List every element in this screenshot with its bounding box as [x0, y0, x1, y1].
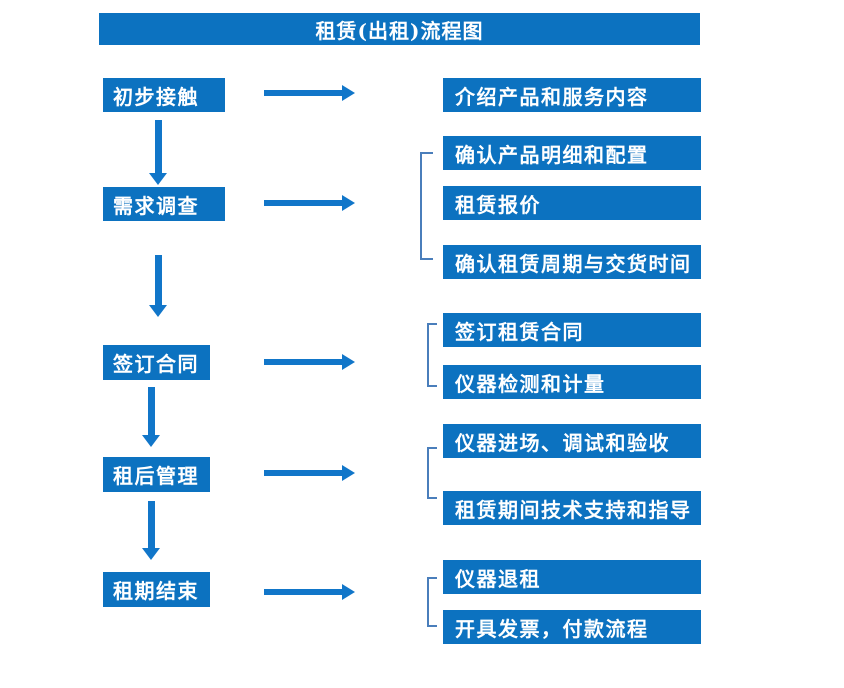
stage-box-rental-end: 租期结束	[103, 572, 210, 607]
arrow-right-icon	[264, 354, 355, 370]
stage-label: 初步接触	[113, 84, 199, 109]
arrow-down-icon	[142, 387, 160, 447]
arrow-shaft	[154, 255, 162, 305]
arrow-right-icon	[264, 584, 355, 600]
arrow-shaft	[264, 359, 342, 365]
stage-box-initial-contact: 初步接触	[103, 78, 225, 112]
detail-label: 介绍产品和服务内容	[455, 84, 649, 109]
arrow-shaft	[147, 501, 155, 548]
group-bracket-icon	[427, 447, 437, 499]
stage-box-demand-survey: 需求调查	[103, 187, 225, 221]
arrow-down-icon	[149, 120, 167, 185]
arrow-shaft	[264, 90, 342, 96]
stage-box-sign-contract: 签订合同	[103, 345, 210, 380]
arrow-right-icon	[264, 465, 355, 481]
detail-label: 仪器退租	[455, 566, 541, 591]
arrow-head	[342, 584, 355, 600]
arrow-down-icon	[142, 501, 160, 560]
arrow-shaft	[264, 589, 342, 595]
detail-label: 租赁期间技术支持和指导	[455, 497, 692, 522]
arrow-head	[142, 435, 160, 447]
arrow-head	[342, 195, 355, 211]
detail-label: 签订租赁合同	[455, 319, 584, 344]
page-title: 租赁(出租)流程图	[315, 18, 484, 43]
arrow-head	[149, 305, 167, 317]
arrow-head	[342, 85, 355, 101]
detail-box: 确认产品明细和配置	[443, 136, 701, 170]
arrow-shaft	[264, 200, 342, 206]
detail-label: 确认产品明细和配置	[455, 142, 649, 167]
detail-label: 仪器检测和计量	[455, 371, 606, 396]
detail-box: 仪器进场、调试和验收	[443, 424, 701, 458]
group-bracket-icon	[427, 323, 437, 387]
group-bracket-icon	[420, 152, 433, 260]
detail-label: 租赁报价	[455, 192, 541, 217]
detail-box: 租赁报价	[443, 186, 701, 220]
stage-box-post-rental-management: 租后管理	[103, 457, 210, 492]
detail-box: 仪器检测和计量	[443, 365, 701, 399]
detail-box: 仪器退租	[443, 560, 701, 594]
stage-label: 签订合同	[113, 352, 199, 376]
arrow-right-icon	[264, 85, 355, 101]
detail-box: 租赁期间技术支持和指导	[443, 491, 701, 525]
group-bracket-icon	[427, 577, 437, 627]
detail-label: 仪器进场、调试和验收	[455, 430, 670, 455]
stage-label: 需求调查	[113, 193, 199, 218]
arrow-head	[149, 173, 167, 185]
arrow-head	[142, 548, 160, 560]
detail-box: 介绍产品和服务内容	[443, 78, 701, 112]
stage-label: 租后管理	[113, 464, 199, 488]
arrow-head	[342, 465, 355, 481]
detail-label: 开具发票，付款流程	[455, 616, 649, 641]
detail-box: 开具发票，付款流程	[443, 610, 701, 644]
detail-label: 确认租赁周期与交货时间	[455, 251, 692, 276]
arrow-head	[342, 354, 355, 370]
title-bar: 租赁(出租)流程图	[99, 13, 700, 45]
detail-box: 确认租赁周期与交货时间	[443, 245, 701, 279]
arrow-shaft	[264, 470, 342, 476]
arrow-right-icon	[264, 195, 355, 211]
arrow-down-icon	[149, 255, 167, 317]
stage-label: 租期结束	[113, 579, 199, 603]
arrow-shaft	[154, 120, 162, 173]
arrow-shaft	[147, 387, 155, 435]
detail-box: 签订租赁合同	[443, 313, 701, 347]
